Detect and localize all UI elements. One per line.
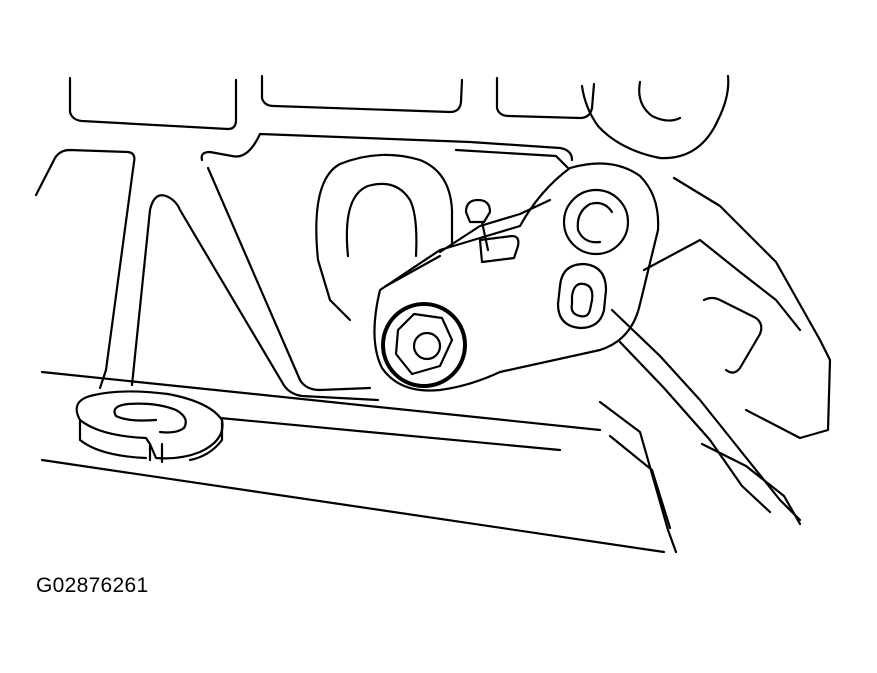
base-plate-mid-edge <box>218 416 562 452</box>
loop-bracket-left-leg <box>316 258 352 322</box>
figure-id-label: G02876261 <box>36 574 149 597</box>
base-plate-lower-edge <box>40 458 666 554</box>
housing-right-pocket <box>702 296 763 374</box>
housing-rail-left-inner <box>130 194 380 402</box>
lever-oval-slot-outer <box>556 262 608 330</box>
housing-rail-diagonal-inner <box>206 166 372 392</box>
housing-right-foot <box>700 442 802 526</box>
cable-end-clip <box>464 198 492 224</box>
lever-upper-hole-inner <box>576 201 614 244</box>
housing-right-lower-2 <box>608 434 672 530</box>
housing-boss-inner-arc <box>638 80 682 122</box>
housing-top-block-right <box>495 76 596 120</box>
housing-rail-diagonal <box>200 132 574 162</box>
housing-boss-top-right <box>580 74 730 160</box>
housing-right-ribs-2 <box>618 340 772 514</box>
housing-right-frame <box>672 176 832 440</box>
hex-nut-icon <box>394 312 454 376</box>
c-washer-inner <box>113 402 187 434</box>
housing-right-inner <box>642 238 802 332</box>
base-plate-upper-edge <box>40 370 602 432</box>
housing-right-lower <box>598 400 678 554</box>
housing-top-block-left <box>68 76 238 131</box>
loop-bracket-inner <box>345 182 418 258</box>
housing-rail-left-outer <box>34 148 136 390</box>
selector-lever-top-flange <box>454 148 570 170</box>
cable-line <box>438 198 552 254</box>
loop-bracket-outer <box>315 153 454 262</box>
housing-top-block-middle <box>260 74 464 114</box>
nut-highlight-ring <box>381 302 467 388</box>
housing-right-ribs <box>610 308 802 522</box>
cable-slot <box>478 234 520 264</box>
c-washer-thickness <box>78 418 224 464</box>
cable-rod <box>480 220 490 252</box>
selector-lever-plate-edge <box>384 254 442 288</box>
lever-oval-slot-inner <box>570 282 594 318</box>
lever-upper-hole-outer <box>562 188 630 256</box>
nut-bolt-center <box>412 331 442 361</box>
